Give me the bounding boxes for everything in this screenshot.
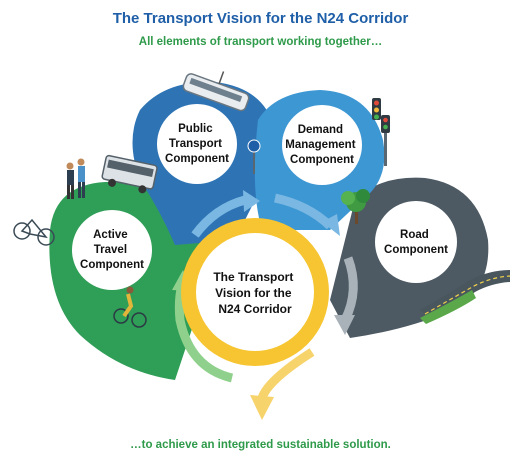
vision-circle [196, 233, 314, 351]
arrow-grey-right [340, 256, 358, 323]
arrow-blue-top [191, 195, 247, 238]
arrow-blue-top-head [243, 190, 260, 212]
active-travel-label-line-3: Component [80, 259, 144, 271]
demand-management-label: Demand Management Component [285, 124, 359, 166]
arrow-yellow-bottom [257, 348, 315, 400]
active-travel-circle [72, 210, 152, 290]
vision-label: The Transport Vision for the N24 Corrido… [213, 270, 296, 316]
road-label-line-2: Component [384, 244, 448, 256]
demand-management-label-line-2: Management [285, 139, 355, 151]
road-label: Road Component [384, 229, 448, 256]
vision-label-line-1: The Transport [213, 270, 293, 284]
arrow-blue-right-head [322, 214, 340, 236]
arrow-green-left [174, 283, 234, 383]
traffic-light-icon [372, 98, 390, 166]
cyclist-icon [113, 286, 147, 328]
diagram-footer: …to achieve an integrated sustainable so… [130, 439, 391, 451]
tree-icon [341, 189, 370, 224]
diagram-subtitle: All elements of transport working togeth… [138, 36, 383, 48]
public-transport-label-line-1: Public [178, 123, 213, 135]
public-transport-label-line-3: Component [165, 153, 229, 165]
pedestrians-icon [66, 158, 85, 199]
public-transport-label: Public Transport Component [165, 123, 229, 165]
diagram-title: The Transport Vision for the N24 Corrido… [112, 10, 409, 27]
active-travel-label-line-2: Travel [94, 244, 127, 256]
arrow-grey-right-head [334, 315, 355, 335]
public-transport-label-line-2: Transport [169, 138, 222, 150]
bus-icon [101, 154, 158, 194]
bicycle-icon [13, 218, 55, 246]
arrow-yellow-bottom-head [250, 395, 274, 420]
road-icon [420, 270, 511, 324]
road-circle [375, 201, 457, 283]
vision-label-line-3: N24 Corridor [218, 302, 292, 316]
tram-icon [182, 71, 250, 112]
vision-label-line-2: Vision for the [215, 286, 292, 300]
demand-management-circle [282, 105, 362, 185]
road-sign-icon [247, 139, 261, 174]
demand-management-label-line-3: Component [290, 154, 354, 166]
active-travel-label-line-1: Active [93, 229, 128, 241]
public-transport-circle [157, 104, 237, 184]
active-travel-label: Active Travel Component [80, 229, 144, 271]
road-label-line-1: Road [400, 229, 429, 241]
demand-management-label-line-1: Demand [298, 124, 343, 136]
